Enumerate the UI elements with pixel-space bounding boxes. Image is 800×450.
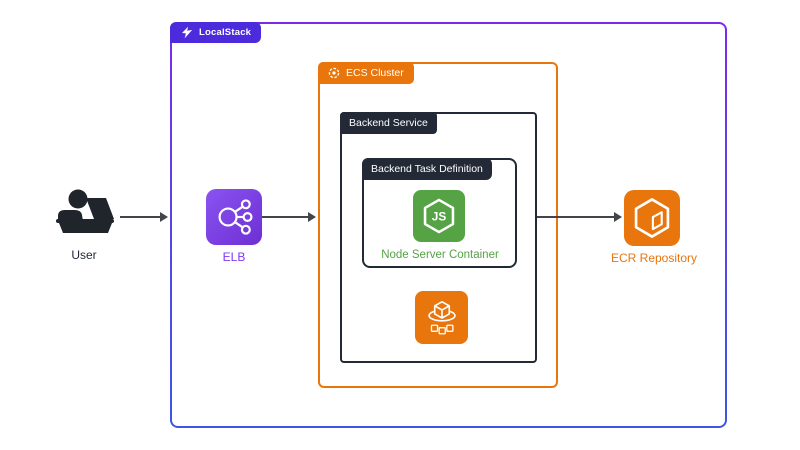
node-server-container-label: Node Server Container [381,249,499,261]
backend-service-tab: Backend Service [340,112,437,134]
nodejs-icon: JS [413,190,465,242]
arrow-user-to-localstack [120,212,168,222]
backend-service-boundary [340,112,537,363]
ecs-cluster-boundary [318,62,558,388]
ecs-service-icon [415,291,468,344]
ecs-cluster-tab: ECS Cluster [318,62,414,84]
ecr-repository-icon [624,190,680,246]
backend-task-definition-tab: Backend Task Definition [362,158,492,180]
localstack-logo-icon [180,26,193,39]
backend-task-definition-tab-label: Backend Task Definition [371,163,483,175]
ecr-repository-label: ECR Repository [610,251,698,265]
localstack-tab: LocalStack [170,22,262,43]
arrow-elb-to-ecs-cluster [262,212,316,222]
svg-text:JS: JS [432,210,447,224]
ecs-cluster-icon [328,67,340,79]
localstack-tab-label: LocalStack [199,27,252,38]
user-label: User [71,248,97,262]
elb-icon [206,189,262,245]
user-icon [52,186,118,244]
elb-label: ELB [222,250,246,264]
arrow-backend-to-ecr [537,212,622,222]
ecs-cluster-tab-label: ECS Cluster [346,67,404,79]
backend-service-tab-label: Backend Service [349,117,428,129]
